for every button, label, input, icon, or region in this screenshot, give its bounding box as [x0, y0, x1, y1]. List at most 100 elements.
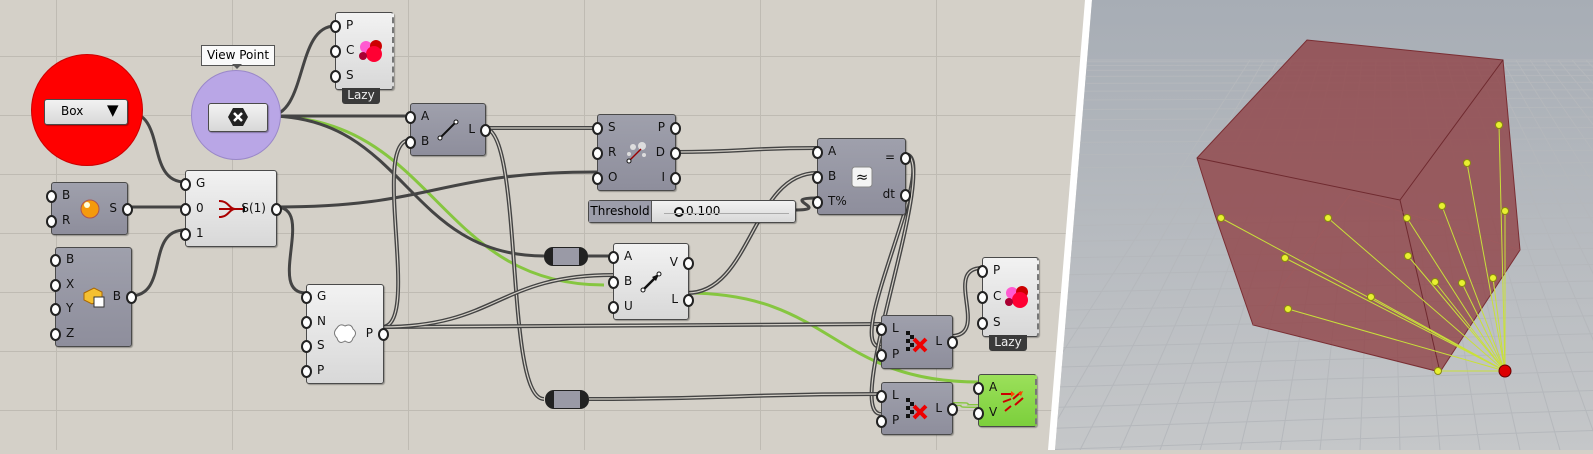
input-grip[interactable]: [46, 190, 57, 203]
closest-points-icon: [623, 139, 651, 167]
input-grip[interactable]: [330, 70, 341, 83]
output-grip[interactable]: [900, 152, 911, 165]
input-grip[interactable]: [330, 20, 341, 33]
input-grip[interactable]: [977, 317, 988, 330]
wire: [687, 173, 817, 293]
output-label: S: [109, 201, 117, 215]
input-grip[interactable]: [592, 147, 603, 160]
relay[interactable]: [544, 247, 588, 266]
sample-point: [1325, 215, 1332, 222]
output-grip[interactable]: [271, 203, 282, 216]
sample-point: [1282, 255, 1289, 262]
input-grip[interactable]: [330, 45, 341, 58]
input-grip[interactable]: [973, 382, 984, 395]
input-grip[interactable]: [876, 415, 887, 428]
input-grip[interactable]: [180, 178, 191, 191]
input-grip[interactable]: [876, 323, 887, 336]
input-grip[interactable]: [812, 196, 823, 209]
input-grip[interactable]: [608, 251, 619, 264]
sample-point: [1218, 215, 1225, 222]
input-grip[interactable]: [301, 340, 312, 353]
input-grip[interactable]: [301, 316, 312, 329]
output-label: L: [671, 292, 678, 306]
output-grip[interactable]: [670, 122, 681, 135]
output-grip[interactable]: [378, 328, 389, 341]
stream-gate-icon: [217, 195, 245, 223]
output-grip[interactable]: [126, 291, 137, 304]
input-grip[interactable]: [977, 291, 988, 304]
input-grip[interactable]: [180, 203, 191, 216]
input-label: P: [892, 347, 899, 361]
sample-point: [1464, 160, 1471, 167]
input-label: X: [66, 277, 74, 291]
input-grip[interactable]: [876, 390, 887, 403]
input-grip[interactable]: [405, 136, 416, 149]
output-label: L: [935, 401, 942, 415]
input-grip[interactable]: [592, 122, 603, 135]
output-grip[interactable]: [122, 203, 133, 216]
input-label: V: [989, 405, 997, 419]
input-grip[interactable]: [180, 228, 191, 241]
box-icon: [80, 283, 108, 311]
input-grip[interactable]: [405, 111, 416, 124]
cull-pattern-icon: [903, 328, 931, 356]
input-label: P: [346, 18, 353, 32]
input-grip[interactable]: [50, 279, 61, 292]
input-grip[interactable]: [592, 172, 603, 185]
relay[interactable]: [545, 390, 589, 409]
input-grip[interactable]: [46, 215, 57, 228]
custom-preview-icon: [1002, 283, 1030, 311]
output-label: S(1): [241, 201, 266, 215]
slider-track[interactable]: [664, 207, 789, 214]
output-label: I: [661, 170, 665, 184]
input-grip[interactable]: [608, 301, 619, 314]
similarity-icon: ≈: [848, 163, 876, 191]
view-point-param[interactable]: [208, 103, 268, 132]
input-grip[interactable]: [50, 254, 61, 267]
output-grip[interactable]: [947, 336, 958, 349]
input-label: G: [317, 289, 326, 303]
input-grip[interactable]: [301, 291, 312, 304]
box-dropdown[interactable]: Box ▼: [44, 99, 128, 125]
input-grip[interactable]: [812, 146, 823, 159]
input-grip[interactable]: [977, 265, 988, 278]
input-grip[interactable]: [973, 407, 984, 420]
output-grip[interactable]: [947, 403, 958, 416]
output-grip[interactable]: [480, 124, 491, 137]
input-label: A: [828, 144, 836, 158]
input-grip[interactable]: [50, 328, 61, 341]
point-param-icon: [227, 106, 249, 128]
input-grip[interactable]: [812, 171, 823, 184]
input-label: B: [828, 169, 836, 183]
sample-point: [1502, 208, 1509, 215]
input-label: A: [421, 109, 429, 123]
output-label: L: [468, 122, 475, 136]
output-label: dt: [883, 187, 895, 201]
output-grip[interactable]: [670, 147, 681, 160]
output-grip[interactable]: [683, 257, 694, 270]
sample-point: [1459, 280, 1466, 287]
threshold-slider[interactable]: Threshold 0.100: [588, 200, 796, 223]
input-grip[interactable]: [50, 303, 61, 316]
input-grip[interactable]: [876, 349, 887, 362]
input-label: S: [608, 120, 616, 134]
output-grip[interactable]: [670, 172, 681, 185]
input-label: P: [317, 363, 324, 377]
input-label: S: [346, 68, 354, 82]
input-grip[interactable]: [301, 365, 312, 378]
input-grip[interactable]: [608, 276, 619, 289]
